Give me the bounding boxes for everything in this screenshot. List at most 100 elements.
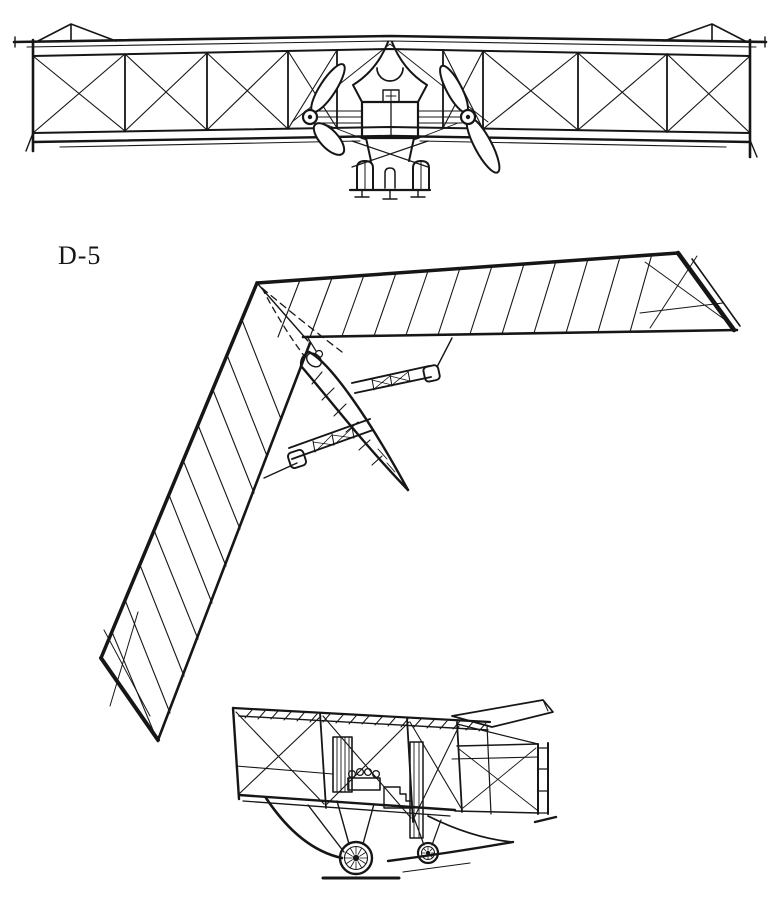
drive-shafts bbox=[316, 110, 463, 124]
nose-cowl bbox=[305, 352, 323, 368]
gear-skid-left bbox=[356, 160, 374, 191]
upper-wing-bottom-edge bbox=[32, 48, 751, 57]
side-upper-wing bbox=[231, 699, 554, 732]
belly-curve bbox=[427, 815, 513, 843]
rear-skid bbox=[386, 840, 515, 863]
front-lower-wing bbox=[31, 126, 752, 148]
rear-wheel-hub bbox=[425, 850, 431, 856]
plan-view-drawing bbox=[99, 250, 741, 743]
front-view-drawing bbox=[12, 23, 768, 200]
front-landing-gear bbox=[348, 137, 432, 200]
lower-wing-bottom-edge bbox=[31, 134, 752, 144]
engine-cylinder bbox=[363, 767, 373, 777]
step-panel bbox=[383, 786, 413, 809]
rear-wheel-tire bbox=[416, 841, 440, 865]
rear-wheel-struts bbox=[413, 817, 442, 846]
radiator-slats bbox=[336, 736, 350, 793]
front-propeller-left bbox=[301, 63, 346, 156]
gear-x-brace bbox=[351, 140, 429, 168]
rear-slat-lines bbox=[413, 741, 420, 839]
tailplane-top bbox=[456, 743, 539, 747]
tail-cone-ticks bbox=[377, 448, 396, 473]
leading-edge bbox=[255, 251, 680, 285]
tail-wires bbox=[458, 747, 538, 811]
strut-pad bbox=[287, 449, 307, 469]
apex-dashed-line bbox=[261, 287, 343, 353]
nacelle-box bbox=[360, 100, 420, 140]
front-upper-wing bbox=[12, 23, 768, 159]
front-strut bbox=[231, 706, 241, 801]
boom-rungs bbox=[312, 426, 355, 453]
mid-rail bbox=[235, 765, 334, 775]
x-bracing bbox=[235, 711, 462, 819]
tail-diagonal bbox=[456, 723, 539, 745]
wing-ribs bbox=[111, 319, 282, 743]
front-wing-struts bbox=[124, 49, 668, 133]
figure-label: D-5 bbox=[58, 241, 102, 270]
wingtip-triangle-left bbox=[37, 23, 117, 42]
front-wheel-struts bbox=[336, 800, 375, 845]
trailing-edge bbox=[301, 328, 739, 339]
cabane-curve-right bbox=[391, 41, 428, 103]
front-skid bbox=[264, 796, 344, 860]
wing-ribs bbox=[277, 253, 653, 338]
wingtip-foot-left bbox=[14, 36, 34, 152]
nacelle-nose-cap bbox=[299, 351, 310, 367]
plan-outrigger-right bbox=[351, 337, 453, 394]
leading-edge bbox=[99, 281, 259, 660]
wingtip-bracing bbox=[639, 255, 729, 329]
gear-skid-right bbox=[412, 160, 430, 191]
boom-x-brace bbox=[371, 371, 411, 390]
engine-cylinder bbox=[347, 769, 357, 779]
propeller-hub-center bbox=[307, 114, 313, 120]
lower-wing-under-line bbox=[59, 140, 727, 148]
side-tailplane bbox=[451, 723, 558, 824]
rear-wheel-rim bbox=[421, 846, 435, 860]
engine-cylinder bbox=[355, 767, 365, 777]
propeller-blade bbox=[310, 63, 346, 113]
gear-feet bbox=[354, 189, 426, 200]
front-wheel-hub bbox=[352, 854, 360, 862]
wingtip-edge bbox=[99, 656, 160, 742]
plan-wing-panel-left bbox=[99, 281, 312, 743]
upper-wing-inner-edge bbox=[26, 40, 757, 48]
front-propeller-right bbox=[439, 64, 501, 174]
side-engine bbox=[347, 767, 381, 791]
wingtip-grid-rungs bbox=[537, 747, 549, 814]
front-wheel-rim bbox=[343, 845, 369, 871]
rear-half-strut bbox=[486, 724, 492, 815]
wingtip-bracing bbox=[103, 611, 151, 717]
tail-fin-inner bbox=[542, 699, 549, 712]
wingtip-edge bbox=[675, 250, 737, 333]
tail-fin bbox=[451, 699, 554, 728]
side-rear-panel bbox=[409, 741, 424, 839]
front-engine-nacelle bbox=[316, 89, 463, 140]
gear-legs bbox=[365, 137, 415, 162]
boom-rails bbox=[351, 365, 432, 394]
tailplane-bottom bbox=[454, 810, 540, 814]
wingtip-inner-line bbox=[691, 258, 741, 327]
side-seat-steps bbox=[383, 786, 413, 809]
rear-slat-panel bbox=[409, 741, 424, 839]
front-cabane-pylon bbox=[352, 41, 428, 103]
engine-head-detail bbox=[385, 89, 397, 103]
wingtip-foot-right bbox=[749, 36, 766, 158]
pad-strut bbox=[263, 462, 298, 479]
trailing-edge bbox=[156, 341, 312, 742]
apex-fold-line bbox=[256, 282, 309, 342]
plan-wing-panel-right bbox=[255, 250, 741, 339]
rear-wheel-spokes bbox=[421, 846, 435, 860]
lower-wing-inner-line bbox=[242, 800, 451, 817]
propeller-hub-center bbox=[465, 114, 471, 120]
side-radiator bbox=[332, 736, 353, 793]
interplane-struts bbox=[124, 49, 668, 133]
pilot-head bbox=[314, 349, 324, 359]
cabane-curve-left bbox=[352, 41, 389, 103]
tail-tick bbox=[533, 815, 558, 824]
boom-x-brace bbox=[312, 427, 355, 453]
radiator-body bbox=[332, 736, 353, 793]
lower-wing-top-edge bbox=[32, 126, 751, 134]
nacelle-lower-side bbox=[299, 364, 410, 492]
